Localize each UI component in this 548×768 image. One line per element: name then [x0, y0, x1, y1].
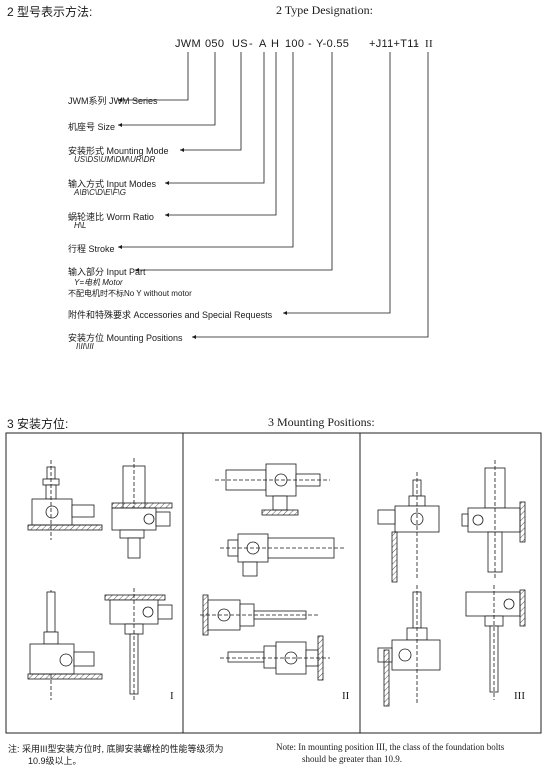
- item-size-label: 机座号 Size: [68, 122, 116, 132]
- code-part-stroke: 100: [285, 38, 305, 50]
- section3-title-cn: 3 安装方位:: [7, 417, 69, 431]
- code-part-input-part: Y-0.55: [316, 38, 350, 50]
- note-en-line-1: Note: In mounting position III, the clas…: [276, 742, 505, 752]
- code-part-series: JWM: [175, 38, 201, 50]
- jack-drawing-2c: [200, 594, 320, 636]
- item-input-part-label: 输入部分 Input Part: [68, 267, 146, 277]
- item-mounting-positions-label: 安装方位 Mounting Positions: [68, 333, 183, 343]
- jack-drawing-2d: [220, 635, 330, 681]
- code-part-position: II: [425, 38, 433, 50]
- note-en-line-2: should be greater than 10.9.: [302, 754, 402, 764]
- item-input-modes-options: A\B\C\D\E\F\G: [74, 188, 127, 197]
- code-part-mounting-mode: US: [232, 38, 248, 50]
- panel-3-drawings: [377, 460, 526, 707]
- item-mounting-positions-options: I\II\III: [76, 342, 94, 351]
- item-input-part-no-motor: 不配电机时不标No Y without motor: [68, 289, 192, 298]
- panel-3-numeral: III: [514, 690, 525, 702]
- item-worm-ratio-label: 蜗轮速比 Worm Ratio: [68, 212, 154, 222]
- item-input-modes-label: 输入方式 Input Modes: [68, 179, 157, 189]
- code-part-input-mode: A: [259, 38, 267, 50]
- panel-2-numeral: II: [342, 690, 350, 702]
- jack-drawing-2b: [220, 533, 345, 577]
- jack-drawing-3a: [377, 472, 440, 583]
- jack-drawing-3d: [465, 585, 526, 700]
- item-accessories-label: 附件和特殊要求 Accessories and Special Requests: [68, 310, 273, 320]
- panel-2-drawings: [200, 463, 345, 681]
- code-part-dash-2: -: [308, 38, 312, 50]
- item-mounting-mode-options: US\DS\UM\DM\UR\DR: [74, 155, 156, 164]
- jack-drawing-1a: [27, 460, 103, 540]
- jack-drawing-1b: [111, 458, 173, 560]
- note-cn-line-1: 注: 采用III型安装方位时, 底脚安装螺栓的性能等级须为: [8, 744, 224, 754]
- item-stroke-label: 行程 Stroke: [68, 244, 115, 254]
- code-part-dash-3: -: [415, 38, 419, 50]
- code-part-worm-ratio: H: [271, 38, 280, 50]
- jack-drawing-3c: [377, 585, 441, 707]
- jack-drawing-2a: [215, 463, 330, 516]
- section2-title-cn: 2 型号表示方法:: [7, 5, 93, 19]
- jack-drawing-1d: [104, 588, 173, 700]
- jack-drawing-1c: [27, 590, 103, 700]
- panel-1-drawings: [27, 458, 173, 700]
- note-cn-line-2: 10.9级以上。: [28, 756, 82, 766]
- code-part-size: 050: [205, 38, 225, 50]
- code-part-dash-1: -: [249, 38, 253, 50]
- code-part-accessories: +J11+T11: [369, 38, 420, 50]
- section2-title-en: 2 Type Designation:: [276, 3, 373, 17]
- jack-drawing-3b: [461, 460, 526, 580]
- item-input-part-motor: Y=电机 Motor: [74, 278, 123, 287]
- item-series-label: JWM系列 JWM Series: [68, 96, 158, 106]
- item-worm-ratio-options: H\L: [74, 221, 87, 230]
- panels-frame: [5, 432, 542, 734]
- panel-1-numeral: I: [170, 690, 174, 702]
- section3-title-en: 3 Mounting Positions:: [268, 415, 375, 429]
